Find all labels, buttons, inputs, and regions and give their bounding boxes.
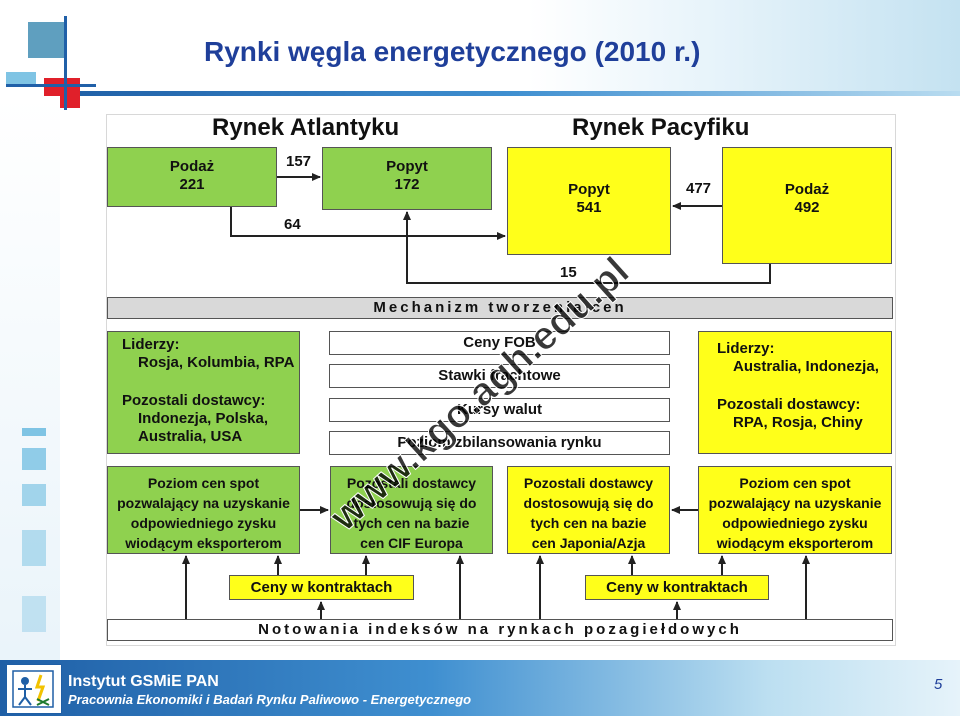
decor-square [22,530,46,566]
pacific-others-heading: Pozostali dostawcy: [717,396,861,413]
atlantic-demand-value: 172 [394,176,420,193]
atlantic-market-title: Rynek Atlantyku [212,114,400,141]
decor-vertical-line [64,16,67,110]
left-decor-column [0,96,60,660]
pacific-others-pricing-box: Pozostali dostawcy dostosowują się do ty… [507,466,670,554]
text-line: tych cen na bazie [353,515,470,531]
atlantic-supply-value: 221 [179,176,205,193]
pacific-supply-box: Podaż 492 [722,147,892,264]
pacific-demand-value: 541 [576,199,602,216]
flow-label-64: 64 [284,216,301,233]
pacific-demand-label: Popyt [568,181,610,198]
footer-bar [0,660,960,716]
contract-prices-left: Ceny w kontraktach [229,575,414,600]
flow-arrow-15 [403,211,771,284]
decor-square-large [28,22,64,58]
atlantic-supply-box: Podaż 221 [107,147,277,207]
pacific-supply-label: Podaż [784,181,830,198]
text-line: tych cen na bazie [530,515,647,531]
atlantic-supply-label: Podaż [169,158,215,175]
pacific-others-list: RPA, Rosja, Chiny [733,414,863,431]
text-line: pozwalający na uzyskanie [708,495,882,511]
pacific-supply-value: 492 [794,199,820,216]
text-line: odpowiedniego zysku [722,515,868,531]
text-line: cen CIF Europa [360,535,463,551]
text-line: Pozostali dostawcy [346,475,477,491]
mechanism-bar: Mechanizm tworzenia cen [107,297,893,319]
price-factor-freight: Stawki frachtowe [329,364,670,388]
atlantic-leaders-box: Liderzy: Rosja, Kolumbia, RPA Pozostali … [107,331,300,454]
text-line: cen Japonia/Azja [531,535,646,551]
atlantic-others-heading: Pozostali dostawcy: [122,392,266,409]
institute-logo [6,664,62,714]
text-line: wiodącym eksporterom [125,535,282,551]
text-line: pozwalający na uzyskanie [117,495,290,511]
page-number: 5 [934,676,943,693]
atlantic-others-pricing-box: Pozostali dostawcy dostosowują się do ty… [330,466,493,554]
atlantic-leaders-heading: Liderzy: [122,336,180,353]
header-underline [60,91,960,96]
flow-arrow-64 [230,207,506,240]
pacific-leaders-box: Liderzy: Australia, Indonezja, Pozostali… [698,331,892,454]
flow-label-477: 477 [686,180,712,197]
index-quotation-bar: Notowania indeksów na rynkach pozagiełdo… [107,619,893,641]
decor-square [22,448,46,470]
text-line: odpowiedniego zysku [130,515,277,531]
decor-square [22,428,46,436]
index-quotation-label: Notowania indeksów na rynkach pozagiełdo… [258,621,742,638]
footer-department: Pracownia Ekonomiki i Badań Rynku Paliwo… [68,692,472,707]
decor-square [22,596,46,632]
contract-prices-right: Ceny w kontraktach [585,575,769,600]
pacific-leaders-heading: Liderzy: [717,340,775,357]
atlantic-demand-box: Popyt 172 [322,147,492,210]
text-line: Poziom cen spot [739,475,851,491]
price-factor-fob: Ceny FOB [329,331,670,355]
header-band [0,0,960,92]
pacific-market-title: Rynek Pacyfiku [572,114,750,141]
atlantic-spot-box: Poziom cen spot pozwalający na uzyskanie… [107,466,300,554]
footer-institute: Instytut GSMiE PAN [68,673,219,690]
decor-square [22,484,46,506]
institute-logo-icon [12,670,54,708]
flow-label-15: 15 [560,264,577,281]
price-factor-fx: Kursy walut [329,398,670,422]
atlantic-others-line-1: Indonezja, Polska, [138,410,269,427]
slide-title: Rynki węgla energetycznego (2010 r.) [204,36,701,67]
atlantic-leaders-list: Rosja, Kolumbia, RPA [138,354,295,371]
text-line: Poziom cen spot [147,475,260,491]
mechanism-bar-label: Mechanizm tworzenia cen [373,299,627,316]
text-line: dostosowują się do [346,495,477,511]
text-line: dostosowują się do [523,495,654,511]
pacific-demand-box: Popyt 541 [507,147,671,255]
flow-label-157: 157 [286,153,312,170]
decor-horizontal-line [6,84,96,87]
pacific-leaders-list: Australia, Indonezja, [733,358,879,375]
atlantic-demand-label: Popyt [386,158,428,175]
price-factor-balance: Poziom zbilansowania rynku [329,431,670,455]
decor-square-small [6,72,36,84]
text-line: Pozostali dostawcy [523,475,654,491]
pacific-spot-box: Poziom cen spot pozwalający na uzyskanie… [698,466,892,554]
text-line: wiodącym eksporterom [716,535,874,551]
atlantic-others-line-2: Australia, USA [138,428,243,445]
